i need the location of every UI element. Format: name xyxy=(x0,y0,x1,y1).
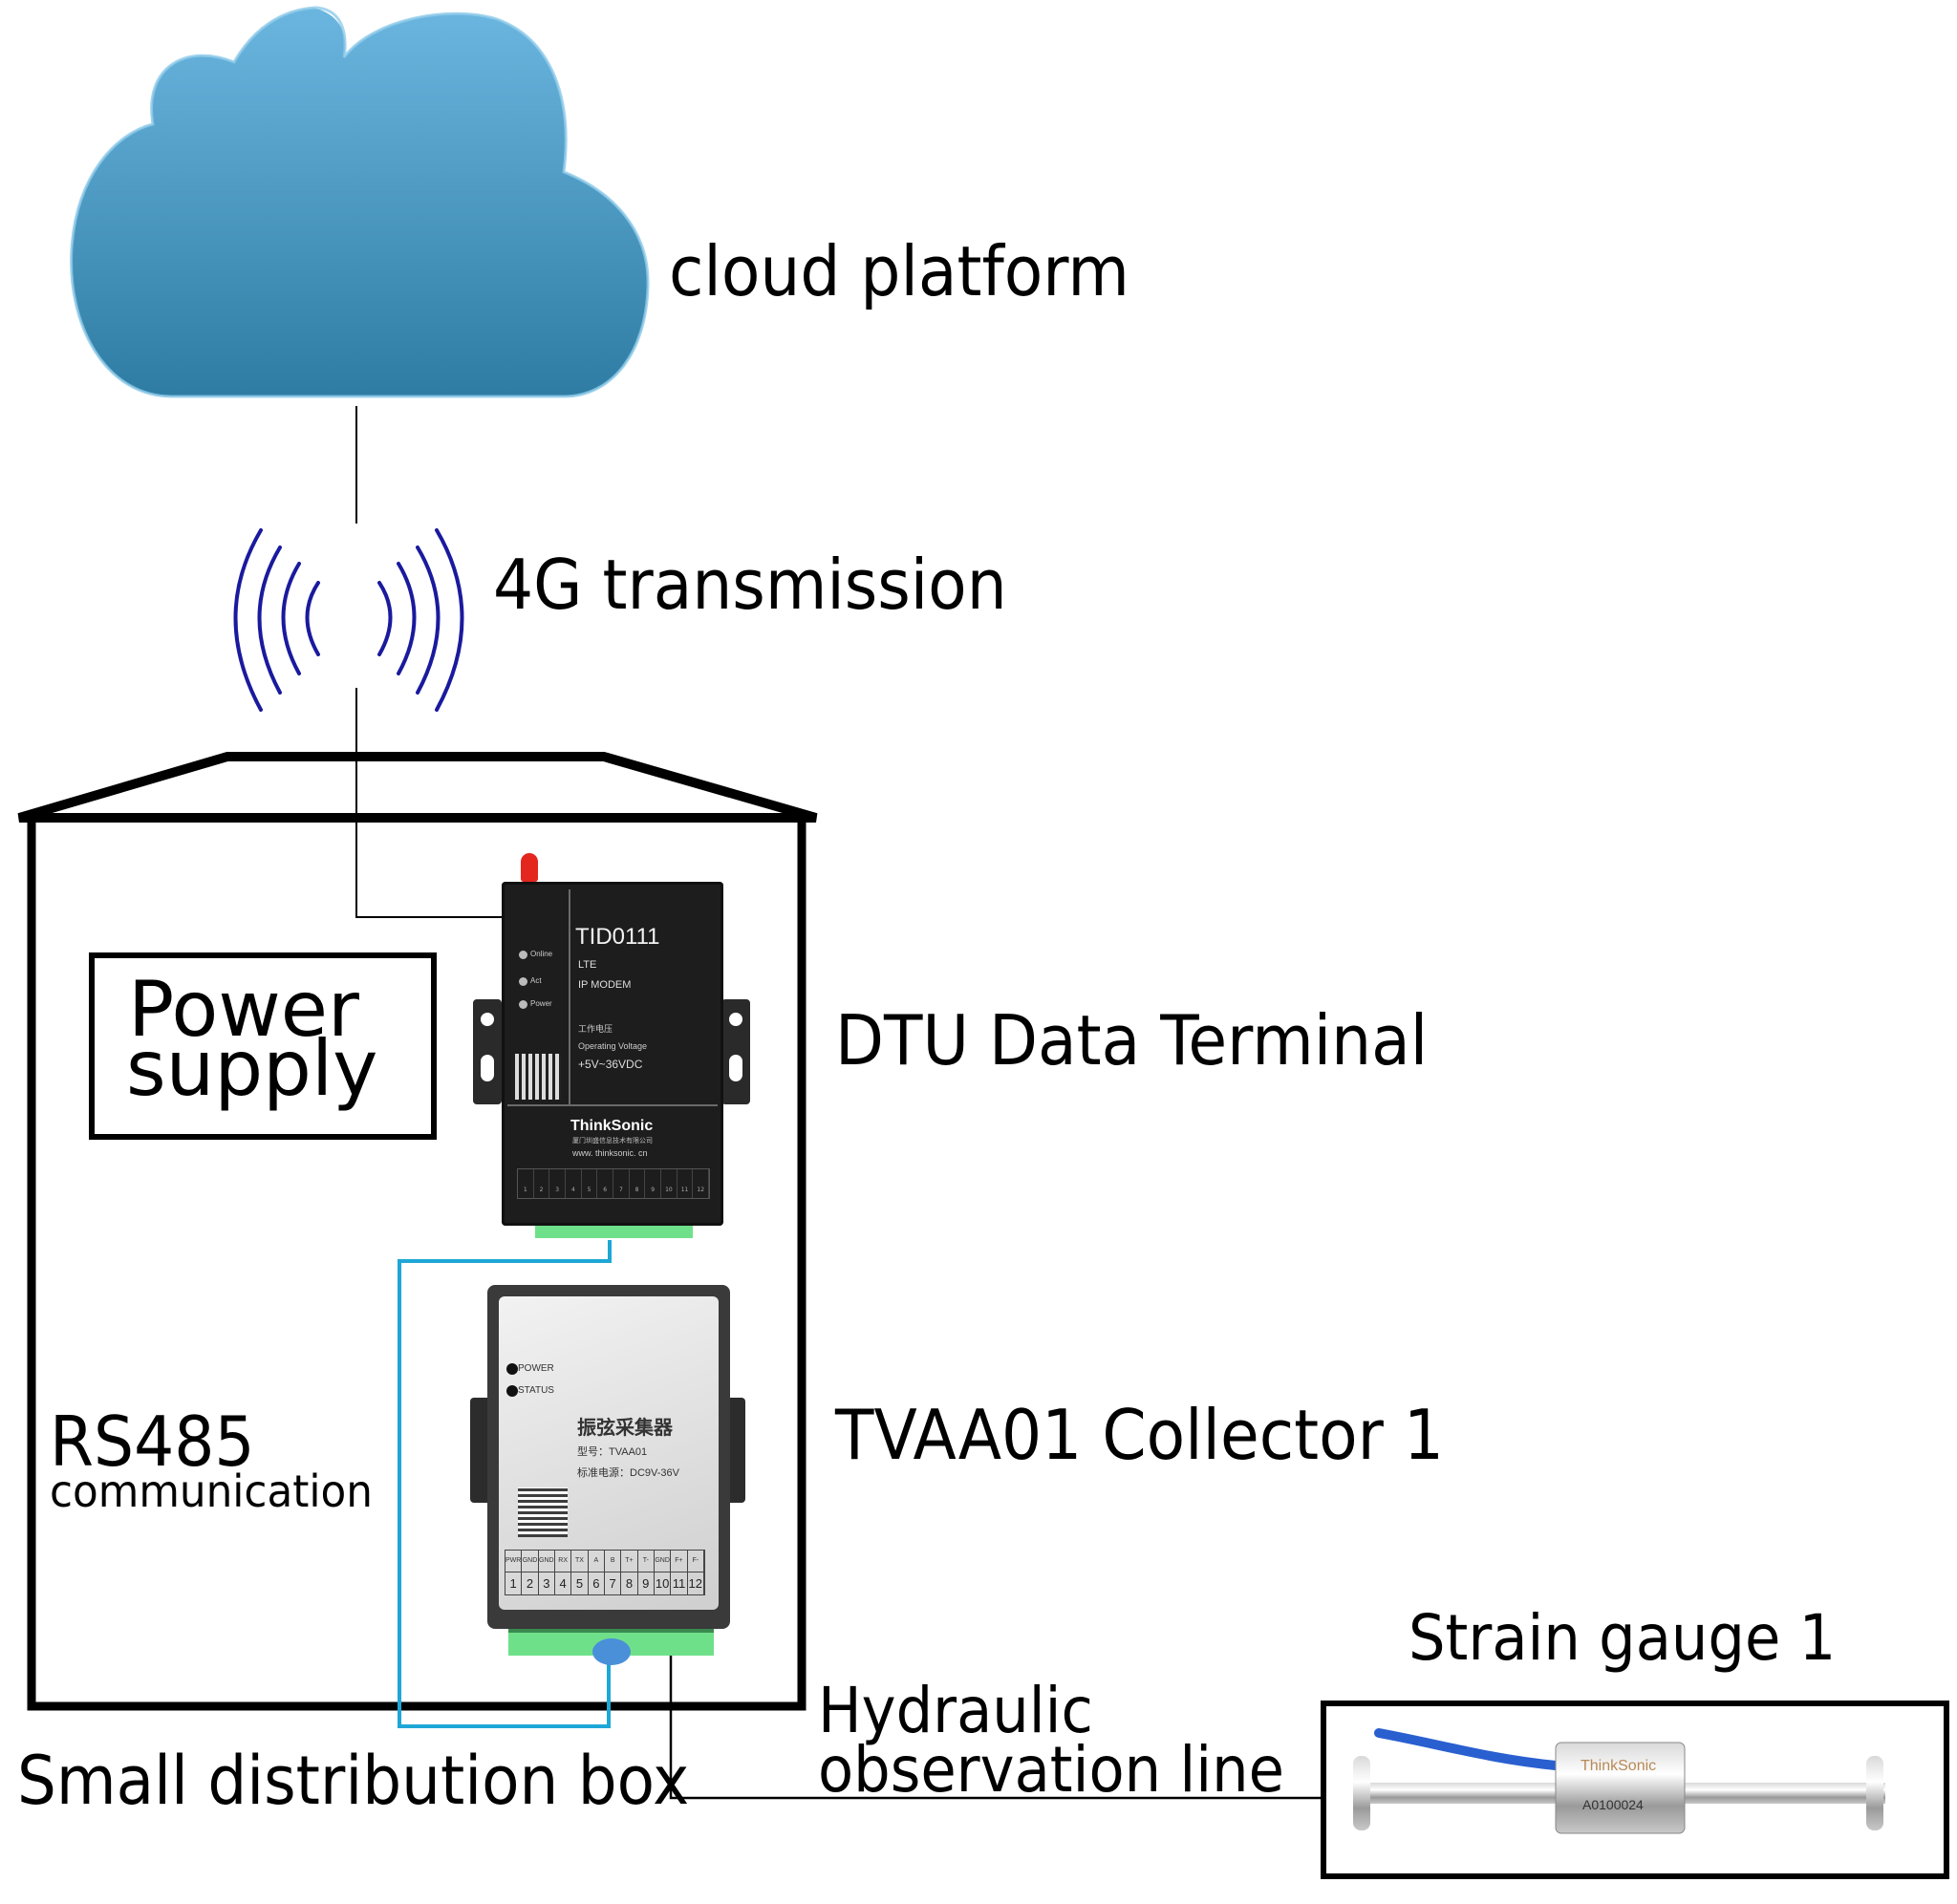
strain-gauge-label: Strain gauge 1 xyxy=(1409,1601,1837,1675)
dtu-voltage-value: +5V~36VDC xyxy=(578,1058,643,1071)
dtu-led-online: Online xyxy=(530,950,553,958)
dtu-voltage-cn: 工作电压 xyxy=(578,1024,613,1034)
collector-terminal-label: GND xyxy=(539,1551,555,1572)
strain-gauge-serial: A0100024 xyxy=(1582,1797,1644,1812)
dtu-terminal-number: 10 xyxy=(661,1169,677,1198)
rs485-communication-label: communication xyxy=(50,1465,373,1517)
house-roof xyxy=(17,752,818,823)
dtu-terminal-block xyxy=(535,1226,693,1238)
dtu-terminal-number: 5 xyxy=(582,1169,598,1198)
mounting-ear-left xyxy=(473,999,502,1104)
collector-terminal-label: PWR xyxy=(505,1551,523,1572)
collector-terminal-label: RX xyxy=(555,1551,572,1572)
collector-terminal-number: 2 xyxy=(522,1572,539,1594)
collector-terminal-label: T- xyxy=(638,1551,655,1572)
collector-terminal-number: 5 xyxy=(571,1572,589,1594)
collector-terminal-label: TX xyxy=(571,1551,589,1572)
strain-gauge-image xyxy=(1353,1728,1885,1834)
hydraulic-line xyxy=(669,1655,1322,1800)
collector-body: POWER STATUS 振弦采集器 型号：TVAA01 标准电源：DC9V-3… xyxy=(487,1285,730,1629)
collector-terminal-label: F- xyxy=(688,1551,704,1572)
power-supply-label-line2: supply xyxy=(126,1024,378,1113)
power-supply-label-line1: Power xyxy=(128,965,359,1054)
dtu-terminal-number: 3 xyxy=(549,1169,567,1198)
antenna-icon xyxy=(521,853,538,882)
distribution-box-outline xyxy=(27,813,806,1711)
dtu-voltage-label: Operating Voltage xyxy=(578,1041,648,1051)
dtu-brand-cn: 厦门圳盛信息技术有限公司 xyxy=(572,1138,653,1145)
dtu-terminal-number: 2 xyxy=(534,1169,550,1198)
power-supply-box: Power supply xyxy=(89,952,437,1140)
strain-gauge-box: ThinkSonic A0100024 xyxy=(1321,1701,1949,1879)
dtu-terminal-number: 11 xyxy=(677,1169,694,1198)
dtu-body: Online Act Power TID0111 LTE IP MODEM 工作… xyxy=(502,882,723,1226)
dtu-terminal-number: 7 xyxy=(613,1169,630,1198)
dtu-terminal-number: 1 xyxy=(518,1169,534,1198)
collector-terminal-number: 11 xyxy=(671,1572,688,1594)
collector-label: TVAA01 Collector 1 xyxy=(835,1395,1445,1475)
collector-terminal-label: F+ xyxy=(671,1551,688,1572)
hydraulic-label-line1: Hydraulic xyxy=(818,1674,1093,1747)
dtu-brand: ThinkSonic xyxy=(570,1118,654,1134)
4g-transmission-label: 4G transmission xyxy=(493,545,1007,625)
collector-terminal-label: GND xyxy=(655,1551,672,1572)
dtu-led-power: Power xyxy=(530,999,552,1008)
dtu-terminal-number: 4 xyxy=(566,1169,582,1198)
collector-terminal-number: 12 xyxy=(688,1572,704,1594)
dtu-data-terminal-label: DTU Data Terminal xyxy=(835,1000,1429,1080)
rs485-connector-dot xyxy=(592,1638,631,1665)
dtu-line-ipmodem: IP MODEM xyxy=(578,979,632,991)
collector-terminal-number: 6 xyxy=(589,1572,605,1594)
qr-code-icon xyxy=(518,1487,568,1537)
collector-terminal-label: A xyxy=(589,1551,605,1572)
dtu-terminal-number: 6 xyxy=(597,1169,614,1198)
collector-device: POWER STATUS 振弦采集器 型号：TVAA01 标准电源：DC9V-3… xyxy=(470,1283,747,1665)
mounting-ear-right xyxy=(721,999,750,1104)
dtu-antenna-line xyxy=(355,688,516,918)
rs485-label: RS485 xyxy=(50,1401,255,1482)
collector-terminal-label: GND xyxy=(522,1551,539,1572)
collector-led-status: STATUS xyxy=(518,1385,554,1396)
collector-power: 标准电源：DC9V-36V xyxy=(577,1467,679,1479)
rs485-wire xyxy=(398,1240,612,1728)
cloud-platform-label: cloud platform xyxy=(669,231,1129,311)
collector-terminal-number: 1 xyxy=(505,1572,523,1594)
distribution-box-label: Small distribution box xyxy=(17,1742,690,1820)
dtu-line-lte: LTE xyxy=(578,959,597,971)
collector-terminal-number: 9 xyxy=(638,1572,655,1594)
dtu-terminal-number: 12 xyxy=(693,1169,710,1198)
dtu-model: TID0111 xyxy=(575,924,660,950)
dtu-website: www. thinksonic. cn xyxy=(572,1148,648,1158)
wireless-signal-icon xyxy=(233,528,464,712)
collector-terminal-number: 8 xyxy=(621,1572,638,1594)
collector-terminal-number: 10 xyxy=(655,1572,672,1594)
dtu-terminal-number: 8 xyxy=(630,1169,646,1198)
collector-terminal-label: B xyxy=(605,1551,622,1572)
collector-terminal-number: 3 xyxy=(539,1572,555,1594)
collector-model: 型号：TVAA01 xyxy=(577,1446,648,1458)
dtu-terminal-number: 9 xyxy=(645,1169,662,1198)
dtu-device: Online Act Power TID0111 LTE IP MODEM 工作… xyxy=(473,848,750,1242)
collector-led-power: POWER xyxy=(518,1363,554,1374)
strain-gauge-brand: ThinkSonic xyxy=(1581,1758,1657,1774)
hydraulic-hose xyxy=(1374,1728,1560,1770)
hydraulic-label-line2: observation line xyxy=(818,1733,1284,1807)
collector-terminal-number: 4 xyxy=(555,1572,572,1594)
collector-terminal-label: T+ xyxy=(621,1551,638,1572)
collector-terminal-number: 7 xyxy=(605,1572,622,1594)
qr-code-icon xyxy=(515,1054,561,1100)
dtu-led-act: Act xyxy=(530,976,542,985)
collector-title-cn: 振弦采集器 xyxy=(577,1418,673,1439)
